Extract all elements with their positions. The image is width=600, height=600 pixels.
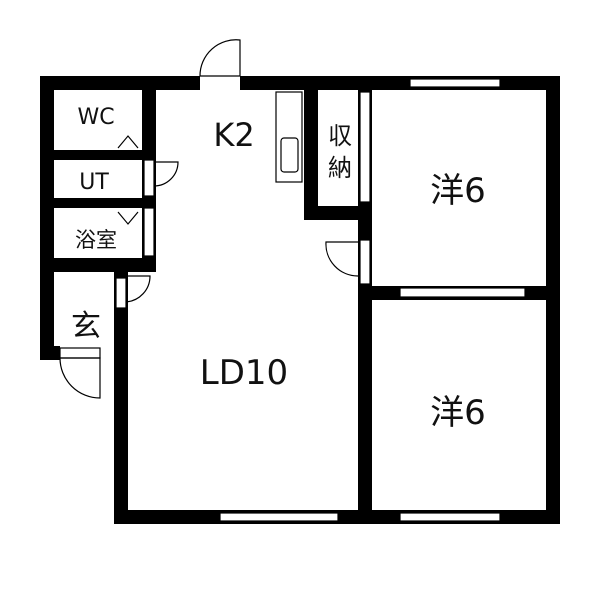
wall-top-right (240, 76, 558, 90)
step-marker-bath (117, 211, 139, 225)
window-west2-bottom (399, 512, 501, 522)
door-west1 (325, 241, 359, 277)
wall-storage-left (304, 90, 318, 220)
wall-left-ld (114, 262, 128, 524)
room-label-utility: UT (79, 170, 109, 195)
room-label-storage-2: 納 (328, 154, 352, 182)
counter (275, 91, 303, 183)
wall-wc-ut (40, 150, 156, 160)
opening-front-door (59, 347, 101, 359)
door-ut (153, 161, 179, 187)
wall-storage-bottom (304, 206, 372, 220)
door-top (199, 39, 241, 77)
room-label-wc: WC (77, 105, 114, 130)
window-west-divider (399, 287, 526, 298)
wall-left-outer (40, 76, 54, 360)
step-marker-wc (117, 135, 139, 149)
opening-ut-door (143, 159, 155, 197)
wall-entrance-bottom (40, 346, 60, 360)
room-label-living-dining: LD10 (200, 353, 288, 393)
window-ld-bottom (219, 512, 339, 522)
opening-entrance-door (115, 277, 127, 309)
door-entrance-ld (125, 275, 151, 303)
opening-storage (359, 91, 371, 203)
room-label-western-2: 洋6 (430, 393, 486, 433)
window-west1-top (409, 78, 501, 88)
room-label-storage-1: 収 (328, 122, 352, 150)
room-label-western-1: 洋6 (430, 171, 486, 211)
wall-bath-entrance (40, 258, 156, 272)
room-label-entrance: 玄 (71, 309, 101, 344)
room-label-kitchen: K2 (213, 116, 254, 154)
wall-top-left (40, 76, 200, 90)
sink-icon (280, 137, 299, 173)
opening-west1-door (359, 239, 371, 285)
room-label-bath: 浴室 (75, 228, 117, 252)
room-labels: WC K2 収 納 洋6 UT 浴室 玄 LD10 洋6 (71, 105, 486, 433)
opening-bath-door (143, 207, 155, 257)
wall-ut-bath (40, 198, 156, 208)
doors (59, 39, 359, 399)
door-front (59, 357, 101, 399)
kitchen-counter (275, 91, 303, 183)
